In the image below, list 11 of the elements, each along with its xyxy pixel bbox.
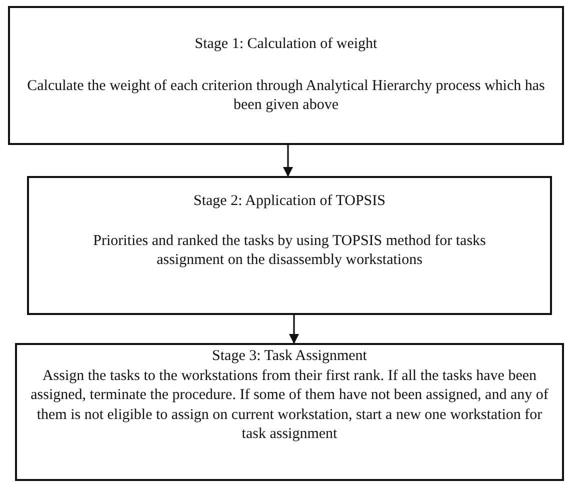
stage-heading: Stage 2: Application of TOPSIS <box>194 192 386 211</box>
stage-description: Calculate the weight of each criterion through Analytical Hierarchy process which has been given above <box>26 76 546 116</box>
stage-heading: Stage 3: Task Assignment <box>212 347 367 366</box>
arrow <box>283 145 293 177</box>
process-box <box>8 6 564 145</box>
stage-description: Priorities and ranked the tasks by using TOPSIS method for tasks assignment on the disassembly workstations <box>92 232 487 270</box>
process-box <box>15 343 564 481</box>
stage-heading: Stage 1: Calculation of weight <box>194 35 378 54</box>
arrow <box>289 315 299 344</box>
stage-description: Assign the tasks to the workstations from their first rank. If all the tasks have been assigned, terminate the procedure. If some of them have not been assigned, and any of them is not eligible to assign on current workstation, start a new one workstation for task assignment <box>30 366 550 444</box>
process-box <box>27 176 552 315</box>
